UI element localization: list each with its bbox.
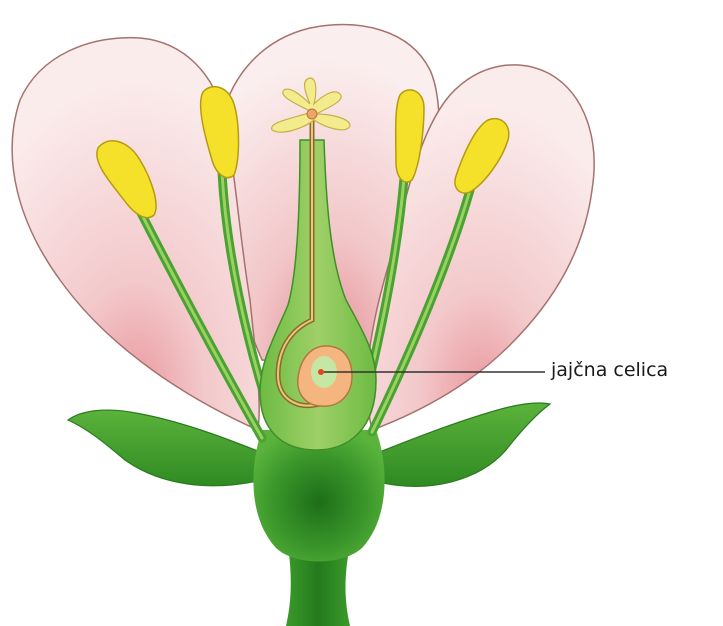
stigma-tip xyxy=(307,109,317,119)
egg-cell xyxy=(318,369,324,375)
egg-cell-label: jajčna celica xyxy=(551,358,668,382)
